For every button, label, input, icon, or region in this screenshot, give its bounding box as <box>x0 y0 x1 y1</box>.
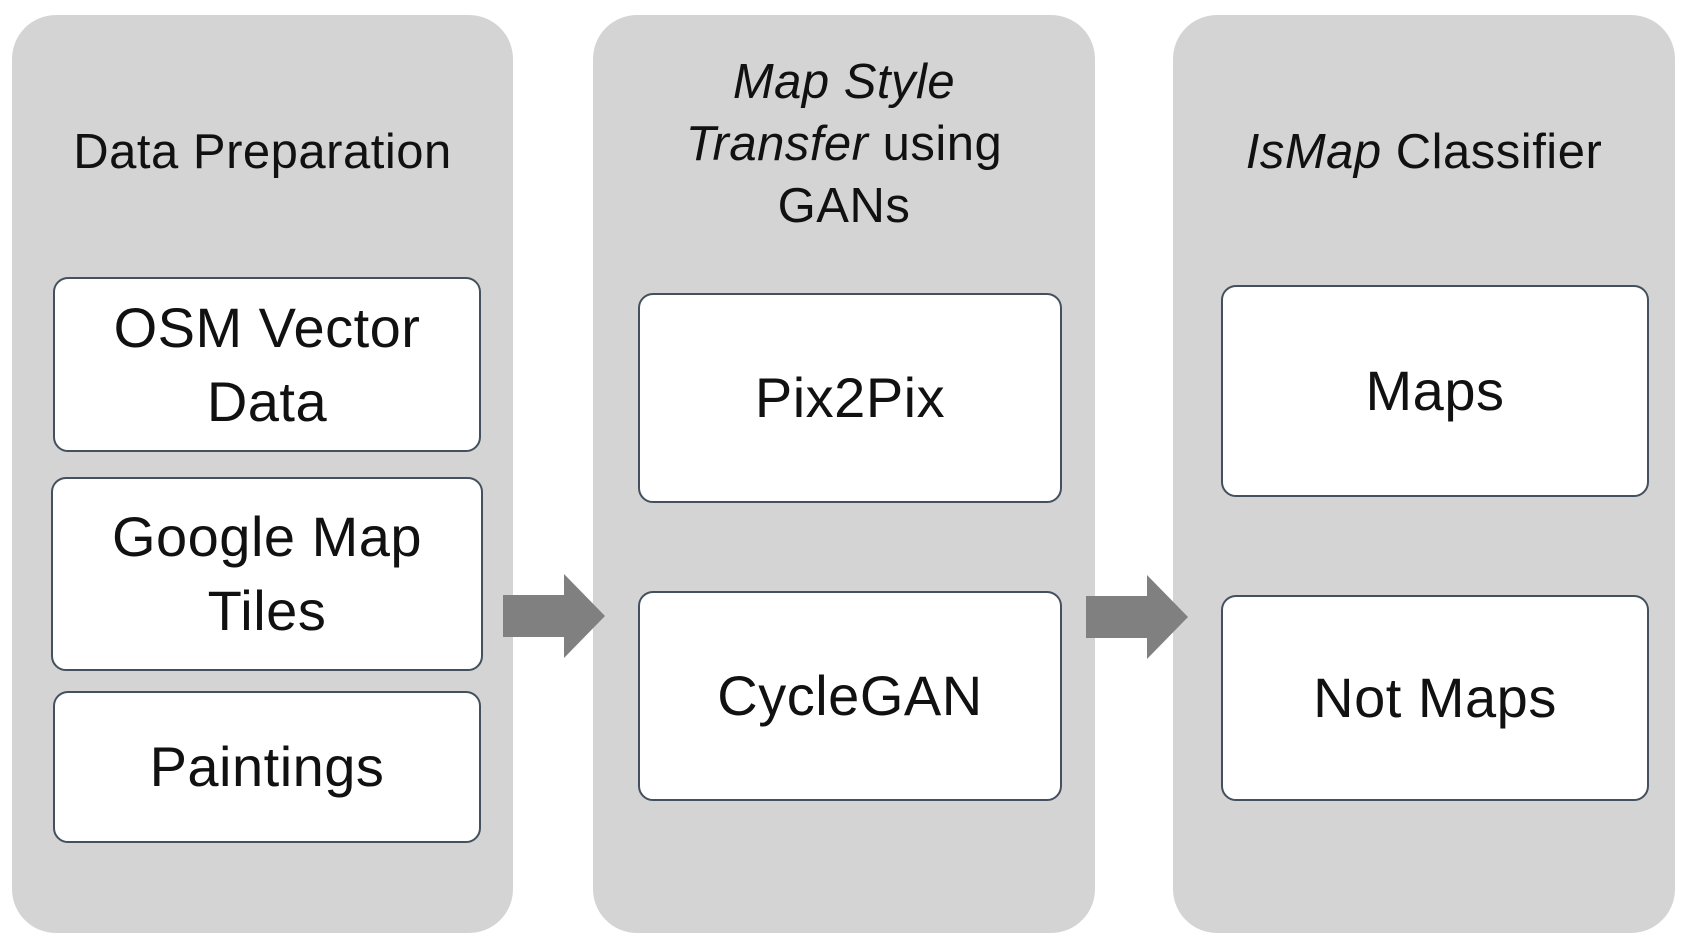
arrow-head-right-icon <box>1147 575 1188 659</box>
node-label: Pix2Pix <box>754 366 946 430</box>
node-label: OSM Vector Data <box>113 295 421 433</box>
flow-arrow-1 <box>503 574 605 658</box>
node-label: CycleGAN <box>717 664 983 728</box>
panel-map-style-transfer: Map Style Transfer using GANs Pix2Pix Cy… <box>593 15 1095 933</box>
node-label: Google Map Tiles <box>111 505 423 642</box>
title-line-1-italic: Map Style <box>732 55 956 109</box>
panel-title-ismap-classifier: IsMap Classifier <box>1173 121 1675 183</box>
node-pix2pix: Pix2Pix <box>638 293 1062 503</box>
node-label: Paintings <box>149 735 385 799</box>
panel-data-preparation: Data Preparation OSM Vector Data Google … <box>12 15 513 933</box>
arrow-body <box>1086 596 1147 638</box>
title-line-2-regular: using <box>868 117 1003 171</box>
title-line-3: GANs <box>777 179 911 233</box>
title-italic-part: IsMap <box>1245 125 1382 179</box>
node-maps: Maps <box>1221 285 1649 497</box>
title-line-2-italic: Transfer <box>685 117 869 171</box>
title-line-2: Transfer using <box>593 113 1095 175</box>
panel-ismap-classifier: IsMap Classifier Maps Not Maps <box>1173 15 1675 933</box>
arrow-head-right-icon <box>564 574 605 658</box>
title-line-1: Map Style <box>593 51 1095 113</box>
node-osm-vector-data: OSM Vector Data <box>53 277 481 452</box>
node-paintings: Paintings <box>53 691 481 843</box>
node-cyclegan: CycleGAN <box>638 591 1062 801</box>
node-google-map-tiles: Google Map Tiles <box>51 477 483 671</box>
title-regular-part: Classifier <box>1381 125 1603 179</box>
panel-title-data-preparation: Data Preparation <box>73 125 452 179</box>
node-label: Not Maps <box>1313 666 1557 730</box>
arrow-body <box>503 595 564 637</box>
panel-title-map-style-transfer: Map Style Transfer using GANs <box>593 51 1095 237</box>
flow-arrow-2 <box>1086 575 1188 659</box>
node-not-maps: Not Maps <box>1221 595 1649 801</box>
node-label: Maps <box>1365 359 1505 423</box>
